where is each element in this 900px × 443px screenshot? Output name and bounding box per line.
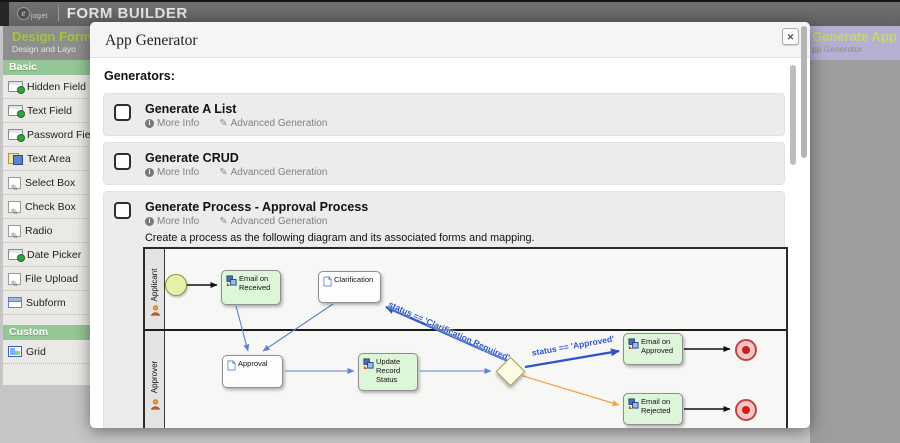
palette-item-select-box[interactable]: Select Box [3, 171, 94, 195]
tab-generate-app-subtitle: pp Generator [812, 44, 863, 54]
form-icon [227, 360, 236, 371]
palette-section-basic: Basic [3, 60, 94, 75]
pencil-icon: ✎ [219, 216, 228, 227]
subform-icon [8, 297, 22, 308]
info-icon: i [145, 119, 154, 128]
tab-generate-app-label: Generate App [812, 29, 897, 44]
generator-crud-checkbox[interactable] [114, 153, 131, 170]
canvas-background [810, 60, 900, 443]
date-picker-icon [8, 249, 25, 262]
palette-item-radio[interactable]: Radio [3, 219, 94, 243]
topbar: e joget FORM BUILDER [0, 0, 900, 26]
dialog-scrollbar[interactable] [801, 26, 807, 158]
tool-icon [226, 275, 237, 286]
palette-item-date-picker[interactable]: Date Picker [3, 243, 94, 267]
content-scrollbar[interactable] [790, 65, 796, 165]
topbar-left-cap [0, 0, 9, 26]
text-field-icon [8, 105, 25, 118]
joget-logo-label: joget [31, 12, 48, 20]
tab-design-form-subtitle: Design and Layo [12, 44, 76, 54]
palette-item-password-field[interactable]: Password Field [3, 123, 99, 147]
dialog-header: App Generator [90, 22, 810, 58]
close-icon[interactable]: ✕ [782, 28, 799, 45]
text-area-icon [8, 152, 23, 165]
app-title: FORM BUILDER [66, 4, 188, 22]
advanced-generation-link[interactable]: ✎Advanced Generation [219, 167, 328, 178]
palette-item-file-upload[interactable]: File Upload [3, 267, 94, 291]
palette-item-grid[interactable]: Grid [3, 340, 94, 364]
task-clarification: Clarification [318, 271, 381, 303]
select-box-icon [8, 176, 21, 189]
task-update-record-status: Update Record Status [358, 353, 418, 391]
info-icon: i [145, 168, 154, 177]
palette-item-hidden-field[interactable]: Hidden Field [3, 75, 94, 99]
joget-logo: e joget [17, 6, 48, 20]
tab-generate-app[interactable]: Generate App pp Generator [810, 26, 900, 60]
hidden-field-icon [8, 81, 25, 94]
generator-title: Generate CRUD [145, 151, 239, 165]
joget-logo-icon: e [17, 6, 30, 20]
lane-header-column [145, 249, 165, 428]
advanced-generation-link[interactable]: ✎Advanced Generation [219, 118, 328, 129]
task-email-on-rejected: Email on Rejected [623, 393, 683, 425]
palette-sidebar: Basic Hidden Field Text Field Password F… [3, 60, 99, 385]
palette-item-text-field[interactable]: Text Field [3, 99, 94, 123]
process-diagram: Applicant Approver [143, 247, 788, 428]
info-icon: i [145, 217, 154, 226]
tool-icon [628, 398, 639, 409]
tool-icon [628, 338, 639, 349]
lane-divider [145, 329, 786, 331]
grid-icon [8, 346, 22, 357]
end-event-approved [735, 339, 757, 361]
topbar-divider [57, 5, 59, 21]
generators-heading: Generators: [104, 69, 175, 83]
tab-design-form-label: Design Form [12, 29, 92, 44]
dialog-title: App Generator [105, 32, 198, 49]
palette-item-text-area[interactable]: Text Area [3, 147, 94, 171]
tool-icon [363, 358, 374, 369]
generator-title: Generate Process - Approval Process [145, 200, 369, 214]
pencil-icon: ✎ [219, 118, 228, 129]
generator-list-checkbox[interactable] [114, 104, 131, 121]
task-approval: Approval [222, 355, 283, 388]
generator-title: Generate A List [145, 102, 237, 116]
file-upload-icon [8, 272, 21, 285]
task-email-on-received: Email on Received [221, 270, 281, 305]
task-email-on-approved: Email on Approved [623, 333, 683, 365]
sequence-flows [187, 282, 731, 412]
form-icon [323, 276, 332, 287]
start-event [165, 274, 187, 296]
pencil-icon: ✎ [219, 167, 228, 178]
password-field-icon [8, 129, 25, 142]
process-description: Create a process as the following diagra… [145, 232, 535, 244]
palette-item-subform[interactable]: Subform [3, 291, 94, 315]
palette-section-custom: Custom [3, 325, 94, 340]
advanced-generation-link[interactable]: ✎Advanced Generation [219, 216, 328, 227]
palette-item-check-box[interactable]: Check Box [3, 195, 94, 219]
tab-design-form[interactable]: Design Form Design and Layo [3, 26, 95, 60]
generator-process-checkbox[interactable] [114, 202, 131, 219]
end-event-rejected [735, 399, 757, 421]
check-box-icon [8, 200, 21, 213]
app-generator-dialog: App Generator ✕ Generators: Generate A L… [90, 22, 810, 428]
participant-icon [150, 399, 161, 410]
lane-label-approver: Approver [150, 360, 159, 394]
participant-icon [150, 305, 161, 316]
radio-icon [8, 224, 21, 237]
